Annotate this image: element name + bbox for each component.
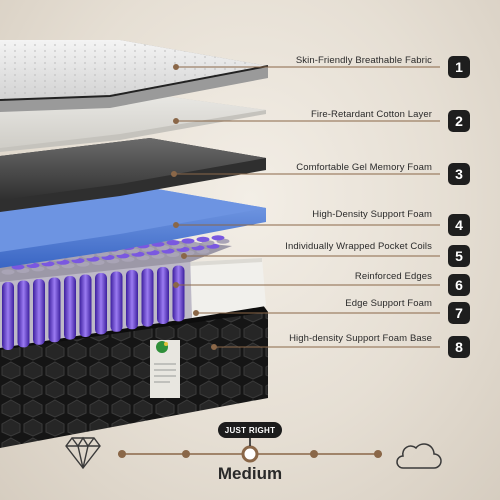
diamond-icon — [65, 436, 101, 470]
layer-number-6: 6 — [448, 274, 470, 296]
layer-label-2: Fire-Retardant Cotton Layer — [311, 109, 432, 120]
layer-label-5: Individually Wrapped Pocket Coils — [285, 241, 432, 252]
leader-lines — [171, 64, 440, 350]
layer-label-6: Reinforced Edges — [354, 271, 432, 282]
layer-number-5: 5 — [448, 245, 470, 267]
firmness-marker — [118, 450, 126, 458]
firmness-marker-selected — [241, 445, 259, 463]
layer-label-4: High-Density Support Foam — [312, 209, 432, 220]
layer-number-3: 3 — [448, 163, 470, 185]
layer-top-fabric — [0, 40, 269, 112]
layer-label-8: High-density Support Foam Base — [289, 333, 432, 344]
layer-number-7: 7 — [448, 302, 470, 324]
layer-label-7: Edge Support Foam — [345, 298, 432, 309]
firmness-marker — [182, 450, 190, 458]
layer-number-2: 2 — [448, 110, 470, 132]
firmness-marker — [310, 450, 318, 458]
layer-edge-support-foam — [190, 258, 266, 318]
layer-label-1: Skin-Friendly Breathable Fabric — [295, 55, 432, 66]
firmness-badge: JUST RIGHT — [218, 422, 282, 438]
firmness-marker — [374, 450, 382, 458]
firmness-level: Medium — [217, 464, 283, 483]
layer-number-1: 1 — [448, 56, 470, 78]
layer-number-8: 8 — [448, 336, 470, 358]
layer-gel-memory-foam — [0, 138, 266, 212]
cloud-icon — [396, 443, 442, 469]
layer-number-4: 4 — [448, 214, 470, 236]
firmness-scale — [65, 436, 442, 470]
layer-label-3: Comfortable Gel Memory Foam — [296, 162, 432, 173]
